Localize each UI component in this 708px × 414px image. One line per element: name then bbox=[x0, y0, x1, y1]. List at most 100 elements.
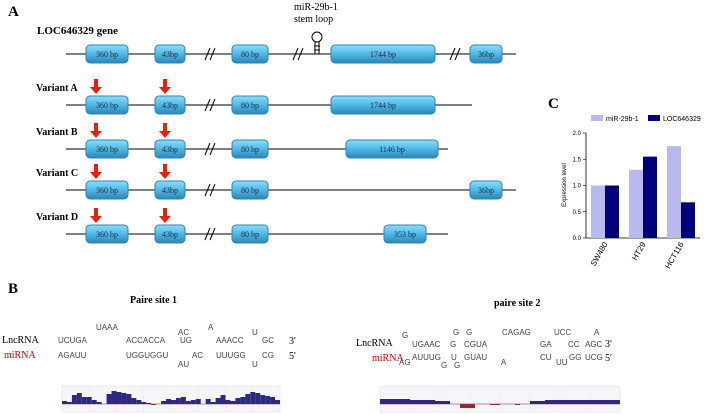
gene-exon-3: 80 bp bbox=[231, 44, 269, 64]
conservation-track-1 bbox=[61, 385, 281, 413]
seq-fragment: AC bbox=[178, 328, 189, 337]
gene-title: LOC646329 gene bbox=[37, 25, 118, 37]
seq-fragment: UGGUGGU bbox=[126, 351, 168, 360]
bar-mir-29b-1-sw480 bbox=[591, 185, 605, 238]
conservation-bar bbox=[230, 401, 236, 404]
category-label: HT29 bbox=[630, 240, 648, 262]
conservation-bar bbox=[600, 400, 605, 404]
seq-fragment: A bbox=[501, 358, 507, 367]
svg-text:80 bp: 80 bp bbox=[241, 50, 259, 59]
gene-structure: 360 bp 43bp 80 bp 1744 bp 36bp bbox=[66, 31, 516, 64]
legend-label: miR-29b-1 bbox=[606, 116, 639, 123]
conservation-bar bbox=[240, 397, 246, 404]
conservation-bar bbox=[570, 400, 575, 404]
seq-end: 3' bbox=[605, 339, 612, 350]
conservation-bar bbox=[540, 401, 545, 404]
y-axis-label: Expression level bbox=[562, 163, 568, 207]
conservation-bar bbox=[215, 398, 221, 404]
variant-label: Variant D bbox=[36, 212, 78, 223]
conservation-bar bbox=[111, 391, 117, 404]
conservation-bar bbox=[180, 397, 186, 404]
variant-label: Variant C bbox=[36, 168, 78, 179]
conservation-bar bbox=[420, 400, 425, 404]
conservation-bar bbox=[106, 394, 112, 404]
seq-fragment: G bbox=[466, 328, 472, 337]
svg-text:43bp: 43bp bbox=[162, 145, 178, 154]
conservation-bar bbox=[405, 399, 410, 404]
conservation-bar bbox=[425, 400, 430, 404]
splice-arrow-icon bbox=[159, 123, 171, 138]
conservation-bar bbox=[131, 398, 137, 404]
conservation-bar bbox=[175, 398, 181, 404]
variant-exon: 80 bp bbox=[231, 95, 269, 115]
seq-fragment: CAGAG bbox=[502, 328, 531, 337]
conservation-bar bbox=[205, 399, 211, 404]
conservation-bar bbox=[530, 401, 535, 404]
conservation-bar bbox=[255, 393, 261, 404]
variant-label: Variant B bbox=[36, 127, 78, 138]
site1-lncrna-label: LncRNA bbox=[2, 335, 39, 346]
conservation-bar bbox=[225, 400, 231, 404]
seq-fragment: UGAAC bbox=[412, 340, 441, 349]
pairing-site-2: paire site 2 LncRNA miRNA G G G CAGAG UC… bbox=[356, 298, 612, 370]
seq-fragment: U bbox=[252, 360, 258, 369]
conservation-bar bbox=[395, 399, 400, 404]
y-tick-label: 1.0 bbox=[573, 184, 582, 190]
site1-title: Paire site 1 bbox=[130, 295, 177, 306]
seq-fragment: G bbox=[453, 328, 459, 337]
bar-mir-29b-1-ht29 bbox=[629, 169, 643, 238]
seq-fragment: UUUGG bbox=[216, 351, 246, 360]
seq-fragment: CG bbox=[262, 351, 274, 360]
seq-fragment: CGUA bbox=[464, 340, 488, 349]
conservation-bar bbox=[435, 401, 440, 404]
gene-break-1 bbox=[204, 47, 216, 61]
conservation-bar bbox=[445, 401, 450, 404]
seq-fragment: CC bbox=[568, 340, 580, 349]
conservation-bar bbox=[171, 400, 176, 404]
conservation-bar bbox=[410, 400, 415, 404]
seq-fragment: UU bbox=[556, 358, 568, 367]
bar-loc646329-ht29 bbox=[643, 156, 657, 238]
svg-text:1744 bp: 1744 bp bbox=[370, 50, 396, 59]
category-label: SW480 bbox=[589, 240, 610, 268]
stem-loop-label-1: miR-29b-1 bbox=[294, 2, 338, 13]
conservation-bar bbox=[146, 403, 152, 404]
conservation-bar bbox=[560, 400, 565, 404]
legend-label: LOC646329 bbox=[663, 116, 701, 123]
conservation-bar bbox=[615, 400, 620, 404]
conservation-bar bbox=[166, 399, 171, 404]
bar-loc646329-sw480 bbox=[605, 185, 619, 238]
seq-fragment: UCG bbox=[585, 353, 603, 362]
svg-text:43bp: 43bp bbox=[162, 50, 178, 59]
variant-label: Variant A bbox=[36, 83, 78, 94]
conservation-bar bbox=[550, 400, 555, 404]
site2-title: paire site 2 bbox=[494, 298, 540, 309]
conservation-bar bbox=[440, 401, 445, 404]
splice-arrow-icon bbox=[159, 79, 171, 94]
conservation-bar bbox=[265, 396, 271, 404]
conservation-bar bbox=[555, 400, 560, 404]
conservation-bar bbox=[460, 404, 465, 408]
splice-arrow-icon bbox=[159, 164, 171, 179]
seq-fragment: AC bbox=[192, 351, 203, 360]
svg-text:43bp: 43bp bbox=[162, 101, 178, 110]
seq-fragment: G bbox=[450, 340, 456, 349]
panel-label-b: B bbox=[8, 281, 18, 297]
variant-exon: 360 bp bbox=[85, 139, 129, 159]
conservation-bar bbox=[210, 402, 216, 404]
variant-exon: 43bp bbox=[154, 139, 186, 159]
conservation-bar bbox=[76, 393, 82, 404]
seq-end: 5' bbox=[605, 353, 612, 364]
svg-text:43bp: 43bp bbox=[162, 230, 178, 239]
variant-exon: 80 bp bbox=[231, 224, 269, 244]
panel-label-a: A bbox=[8, 4, 19, 20]
variant-exon: 43bp bbox=[154, 95, 186, 115]
conservation-bar bbox=[245, 394, 251, 404]
conservation-bar bbox=[91, 400, 97, 404]
conservation-bar bbox=[185, 401, 191, 404]
seq-fragment: UG bbox=[180, 336, 192, 345]
seq-fragment: AU bbox=[178, 360, 189, 369]
